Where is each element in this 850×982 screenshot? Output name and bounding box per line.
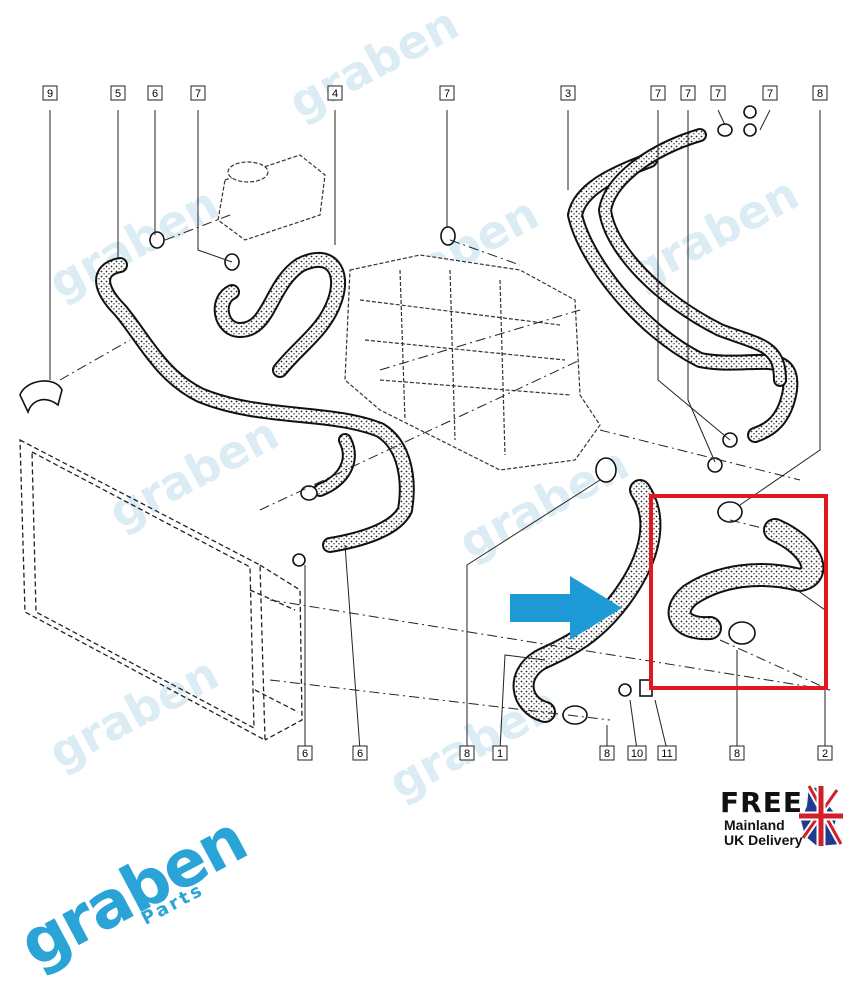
svg-text:8: 8: [604, 748, 610, 760]
callout-7-e: 7: [710, 85, 726, 101]
callout-3: 3: [560, 85, 576, 101]
svg-text:8: 8: [464, 748, 470, 760]
svg-text:graben: graben: [100, 406, 287, 540]
svg-text:graben: graben: [40, 646, 227, 780]
callout-7-c: 7: [650, 85, 666, 101]
callout-7-a: 7: [190, 85, 206, 101]
callout-9: 9: [42, 85, 58, 101]
hose-diagram: graben graben graben graben graben grabe…: [19, 0, 845, 846]
pointer-arrow: [510, 576, 622, 640]
svg-text:3: 3: [565, 88, 571, 100]
svg-text:5: 5: [115, 88, 121, 100]
callout-1: 1: [492, 745, 508, 761]
leader-lines: [49, 109, 831, 751]
svg-text:9: 9: [47, 88, 53, 100]
svg-text:6: 6: [357, 748, 363, 760]
badge-free-text: FREE: [720, 786, 803, 819]
svg-text:7: 7: [444, 88, 450, 100]
callout-7-d: 7: [680, 85, 696, 101]
svg-text:1: 1: [497, 748, 503, 760]
badge-line-2: UK Delivery: [724, 832, 803, 848]
svg-text:8: 8: [817, 88, 823, 100]
union-jack-icon: [799, 784, 845, 846]
callout-labels: 9 5 6 7 4 7 3 7 7 7 7 8 6 6 8 1 8 10 11 …: [42, 85, 833, 761]
svg-text:2: 2: [822, 748, 828, 760]
svg-text:7: 7: [767, 88, 773, 100]
radiator: [19, 438, 303, 742]
engine-block: [344, 254, 601, 471]
svg-text:graben: graben: [280, 0, 467, 130]
badge-line-1: Mainland: [724, 817, 785, 833]
svg-text:6: 6: [152, 88, 158, 100]
svg-text:10: 10: [631, 748, 643, 760]
expansion-tank: [217, 154, 326, 241]
svg-text:7: 7: [195, 88, 201, 100]
svg-text:6: 6: [302, 748, 308, 760]
diagram-canvas: graben graben graben graben graben grabe…: [8, 0, 846, 982]
callout-7-f: 7: [762, 85, 778, 101]
callout-7-b: 7: [439, 85, 455, 101]
svg-text:11: 11: [661, 748, 672, 760]
svg-text:4: 4: [332, 88, 338, 100]
highlight-box: [649, 494, 828, 690]
callout-8-top: 8: [812, 85, 828, 101]
free-delivery-badge: FREE Mainland UK Delivery: [716, 786, 846, 848]
svg-text:7: 7: [685, 88, 691, 100]
callout-8-bottom-a: 8: [459, 745, 475, 761]
callout-10: 10: [627, 745, 647, 761]
callout-6-bottom-b: 6: [352, 745, 368, 761]
callout-4: 4: [327, 85, 343, 101]
svg-text:8: 8: [734, 748, 740, 760]
svg-text:graben: graben: [40, 176, 227, 310]
hose-clamps: [19, 105, 757, 725]
callout-8-bottom-b: 8: [599, 745, 615, 761]
callout-8-bottom-c: 8: [729, 745, 745, 761]
callout-11: 11: [657, 745, 677, 761]
svg-text:7: 7: [655, 88, 661, 100]
callout-2: 2: [817, 745, 833, 761]
svg-text:graben: graben: [380, 676, 567, 810]
svg-text:7: 7: [715, 88, 721, 100]
callout-5: 5: [110, 85, 126, 101]
callout-6-bottom-a: 6: [297, 745, 313, 761]
callout-6-top: 6: [147, 85, 163, 101]
